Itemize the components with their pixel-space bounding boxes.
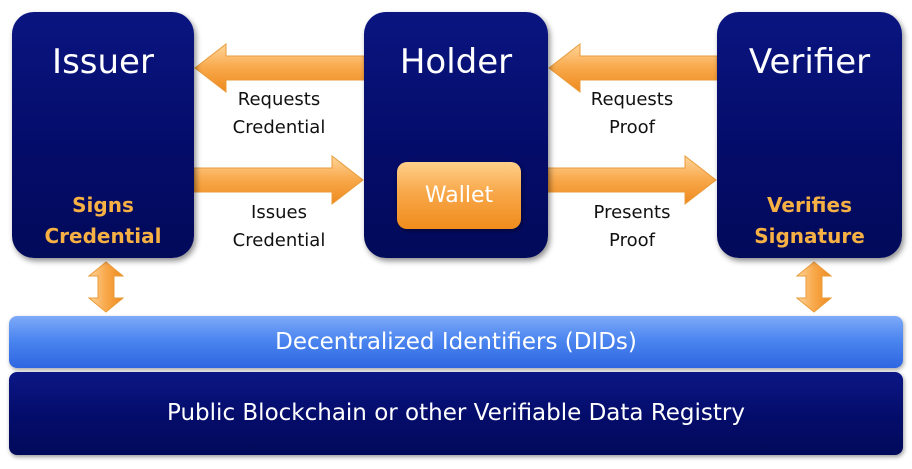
presents-proof-label: Presents Proof (593, 202, 671, 251)
arrow-right-icon (548, 155, 717, 205)
holder-title: Holder (399, 42, 513, 82)
arrow-left-icon (548, 43, 717, 93)
arrow-right-icon (194, 155, 364, 205)
issues-credential-label: Issues Credential (232, 202, 326, 251)
wallet-button: Wallet (397, 162, 521, 229)
did-layer: Decentralized Identifiers (DIDs) (9, 316, 903, 368)
registry-layer: Public Blockchain or other Verifiable Da… (9, 372, 903, 455)
requests-proof-label: Requests Proof (590, 89, 674, 138)
double-arrow-vertical-icon (796, 261, 832, 313)
holder-box: Holder Wallet (364, 12, 548, 258)
verifier-title: Verifier (748, 42, 871, 82)
issuer-title: Issuer (52, 42, 154, 82)
verifier-subtitle: Verifies Signature (754, 193, 865, 248)
arrow-left-icon (194, 43, 364, 93)
requests-credential-label: Requests Credential (232, 89, 326, 138)
issuer-subtitle: Signs Credential (44, 193, 162, 248)
issuer-box: Issuer Signs Credential (12, 12, 194, 258)
double-arrow-vertical-icon (88, 261, 124, 313)
verifier-box: Verifier Verifies Signature (717, 12, 902, 258)
